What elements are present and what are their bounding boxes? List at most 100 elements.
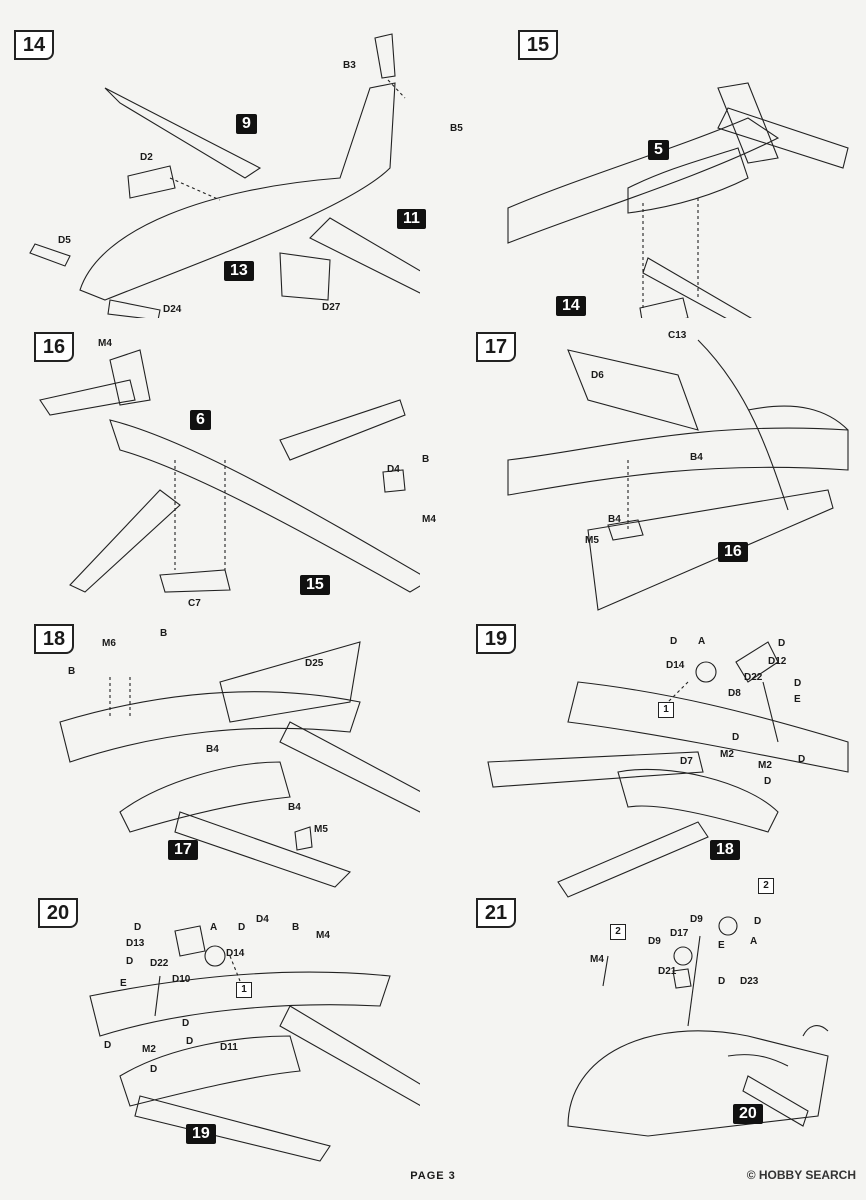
part-label: M4 <box>590 954 604 965</box>
part-label: D <box>238 922 246 933</box>
sub-assembly-badge: 6 <box>190 410 211 430</box>
step-14-panel: 14 B3 B5 9 D2 11 D5 13 D24 D27 <box>10 28 463 318</box>
part-label: M2 <box>720 749 734 760</box>
sub-assembly-badge: 19 <box>186 1124 216 1144</box>
step-number: 19 <box>476 624 516 654</box>
part-label: D <box>186 1036 194 1047</box>
sub-assembly-badge: 17 <box>168 840 198 860</box>
part-label: E <box>794 694 801 705</box>
part-label: D <box>104 1040 112 1051</box>
aircraft-drawing <box>487 641 849 898</box>
part-label: D23 <box>740 976 759 987</box>
part-label: A <box>750 936 758 947</box>
step-21-panel: 21 2 D9 D 2 D17 E D9 A M4 D21 D23 D 20 <box>448 878 858 1186</box>
part-label: M2 <box>142 1044 156 1055</box>
sub-assembly-badge: 11 <box>397 209 426 229</box>
step-18-panel: 18 M6 B B D25 B4 B4 M5 17 <box>10 622 420 912</box>
part-label: B4 <box>288 802 301 813</box>
callout-number: 1 <box>236 982 252 998</box>
step-15-panel: 15 5 14 C13 <box>448 28 858 341</box>
part-label: D <box>794 678 802 689</box>
aircraft-drawing <box>59 641 420 888</box>
sub-assembly-badge: 20 <box>733 1104 763 1124</box>
aircraft-drawing <box>567 916 829 1137</box>
part-label: A <box>698 636 706 647</box>
callout-number: 2 <box>758 878 774 894</box>
part-label: E <box>718 940 725 951</box>
part-label: D25 <box>305 658 324 669</box>
sub-assembly-badge: 9 <box>236 114 257 134</box>
step-number: 20 <box>38 898 78 928</box>
step-20-panel: 20 D A D D4 B M4 D13 D14 D D22 D10 1 E D… <box>10 896 420 1186</box>
part-label: D22 <box>744 672 763 683</box>
part-label: D <box>754 916 762 927</box>
part-label: M6 <box>102 638 116 649</box>
callout-number: 2 <box>610 924 626 940</box>
part-label: D2 <box>140 152 153 163</box>
part-label: D17 <box>670 928 689 939</box>
part-label: D <box>134 922 142 933</box>
part-label: D <box>150 1064 158 1075</box>
part-label: D <box>778 638 786 649</box>
part-label: D <box>764 776 772 787</box>
step-number: 16 <box>34 332 74 362</box>
part-label: D24 <box>163 304 182 315</box>
part-label: D <box>670 636 678 647</box>
part-label: D <box>798 754 806 765</box>
aircraft-drawing <box>507 339 849 611</box>
aircraft-drawing <box>39 349 420 593</box>
part-label: B <box>68 666 76 677</box>
sub-assembly-badge: 15 <box>300 575 330 595</box>
part-label: D4 <box>256 914 269 925</box>
aircraft-drawing <box>507 82 849 318</box>
step-19-panel: 19 D A D D14 D12 D22 D D8 E 1 D M2 D7 D … <box>448 622 858 912</box>
part-label: M4 <box>422 514 436 525</box>
part-label: D7 <box>680 756 693 767</box>
part-label: B5 <box>450 123 463 134</box>
part-label: B <box>160 628 168 639</box>
sub-assembly-badge: 18 <box>710 840 740 860</box>
part-label: D <box>732 732 740 743</box>
part-label: D9 <box>690 914 703 925</box>
sub-assembly-badge: 16 <box>718 542 748 562</box>
watermark: © HOBBY SEARCH <box>746 1168 856 1182</box>
part-label: E <box>120 978 127 989</box>
part-label: B <box>422 454 430 465</box>
part-label: D10 <box>172 974 191 985</box>
part-label: D <box>182 1018 190 1029</box>
part-label: D <box>718 976 726 987</box>
step-number: 17 <box>476 332 516 362</box>
part-label: M2 <box>758 760 772 771</box>
part-label: B4 <box>206 744 219 755</box>
aircraft-drawing <box>29 33 420 318</box>
step-number: 14 <box>14 30 54 60</box>
part-label: M5 <box>585 535 599 546</box>
part-label: D6 <box>591 370 604 381</box>
part-label: C7 <box>188 598 201 609</box>
part-label: M4 <box>316 930 330 941</box>
callout-number: 1 <box>658 702 674 718</box>
sub-assembly-badge: 13 <box>224 261 254 281</box>
part-label: B <box>292 922 300 933</box>
part-label: D12 <box>768 656 787 667</box>
part-label: A <box>210 922 218 933</box>
part-label: M4 <box>98 338 112 349</box>
part-label: D13 <box>126 938 145 949</box>
part-label: C13 <box>668 330 687 341</box>
part-label: B3 <box>343 60 356 71</box>
part-label: D14 <box>226 948 245 959</box>
part-label: B4 <box>690 452 703 463</box>
part-label: D14 <box>666 660 685 671</box>
step-17-panel: 17 D6 B4 B4 M5 16 <box>448 330 858 620</box>
step-number: 21 <box>476 898 516 928</box>
part-label: B4 <box>608 514 621 525</box>
sub-assembly-badge: 14 <box>556 296 586 316</box>
part-label: D5 <box>58 235 71 246</box>
part-label: D11 <box>220 1042 238 1053</box>
part-label: D21 <box>658 966 677 977</box>
step-number: 15 <box>518 30 558 60</box>
step-number: 18 <box>34 624 74 654</box>
sub-assembly-badge: 5 <box>648 140 669 160</box>
part-label: D22 <box>150 958 169 969</box>
step-16-panel: 16 M4 6 D4 B M4 C7 15 <box>10 330 436 620</box>
